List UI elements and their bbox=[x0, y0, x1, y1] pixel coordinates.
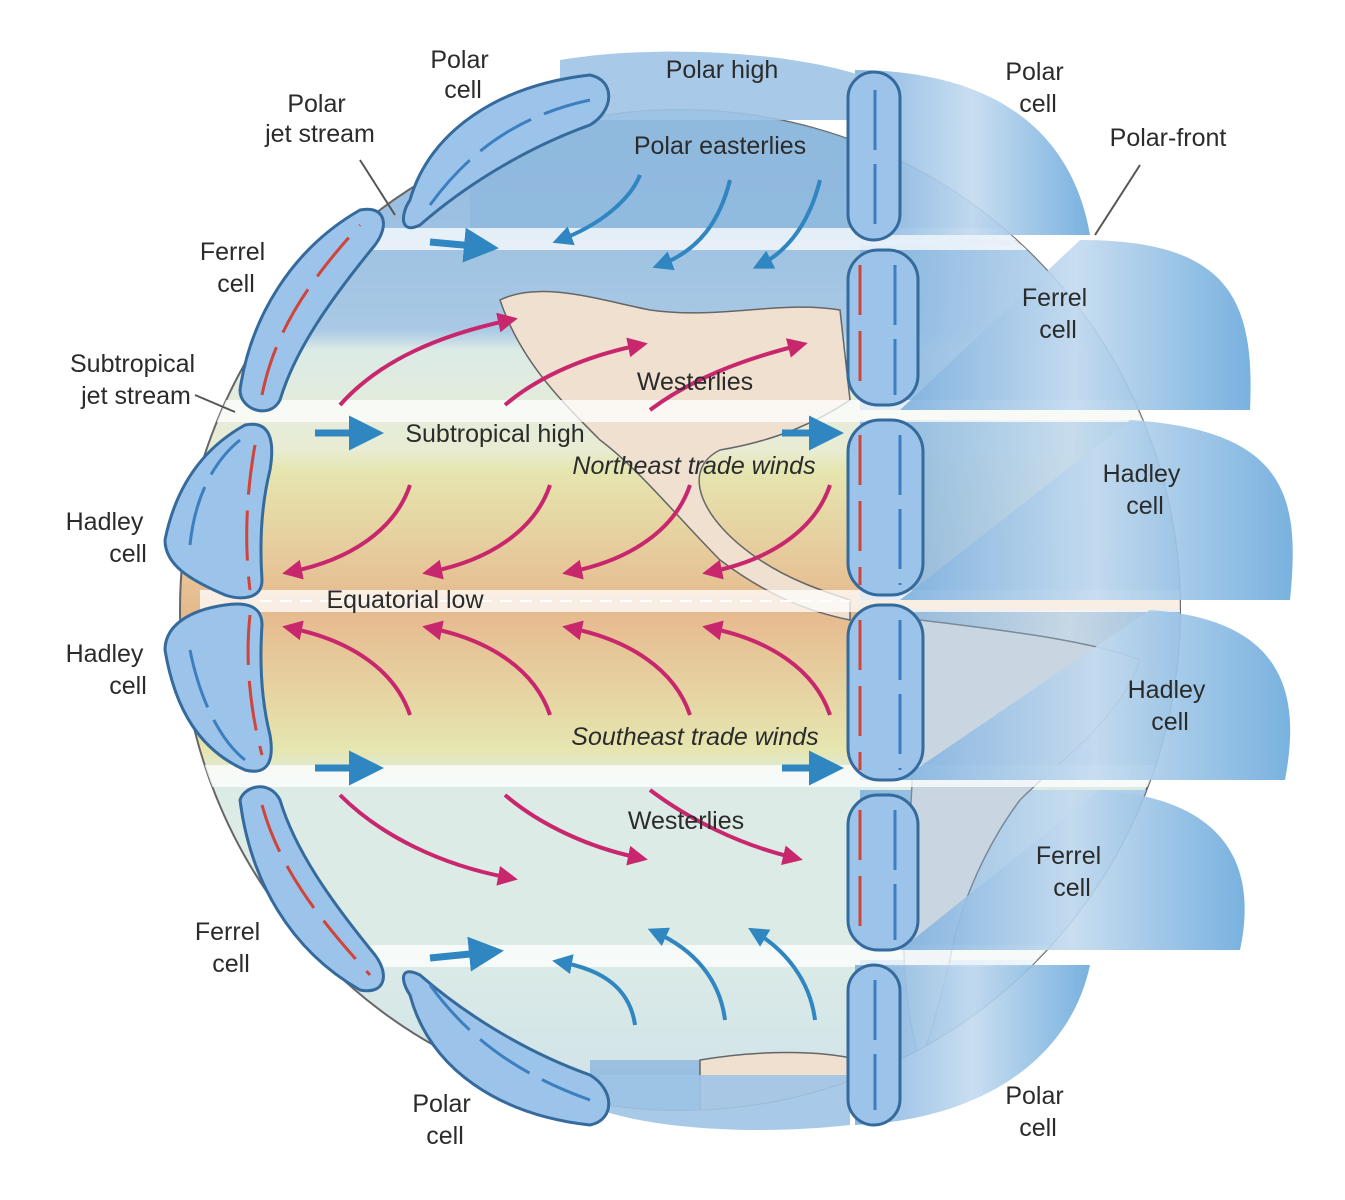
label-polar-jet-stream: Polar jet stream bbox=[264, 90, 375, 148]
westerlies-north-arrow-3 bbox=[648, 338, 808, 412]
polar-easterlies-arrow-3 bbox=[752, 179, 822, 269]
ne-trade-arrow-1 bbox=[282, 484, 412, 580]
label-ferrel-cell-right-lower: Ferrel cell bbox=[1036, 842, 1108, 902]
polar-cell-south-right bbox=[846, 963, 902, 1127]
ne-trade-arrow-2 bbox=[422, 484, 552, 580]
label-hadley-cell-right-lower: Hadley cell bbox=[1128, 676, 1213, 736]
westerlies-south-arrow-1 bbox=[338, 793, 518, 886]
westerlies-south-arrow-2 bbox=[503, 793, 648, 866]
polar-cell-north-left bbox=[401, 73, 611, 229]
label-southeast-trade-winds: Southeast trade winds bbox=[571, 723, 818, 751]
westerlies-north-arrow-2 bbox=[503, 337, 648, 407]
ferrel-cell-north-left bbox=[238, 207, 385, 413]
labels: Polar cell Polar high Polar cell Polar j… bbox=[66, 46, 1227, 1150]
se-trade-arrow-2 bbox=[422, 620, 552, 716]
label-polar-cell-top-left: Polar cell bbox=[430, 46, 495, 104]
polar-jet-stream-leader bbox=[359, 159, 396, 216]
label-subtropical-high: Subtropical high bbox=[405, 420, 584, 448]
label-hadley-cell-left-upper: Hadley cell bbox=[66, 508, 151, 568]
right-cells bbox=[846, 70, 925, 1127]
polar-easterlies-arrow-2 bbox=[652, 179, 732, 271]
label-westerlies-south: Westerlies bbox=[628, 807, 744, 835]
ne-trade-arrow-4 bbox=[702, 484, 832, 580]
hadley-cell-south-right bbox=[846, 603, 925, 782]
surface-winds bbox=[282, 174, 832, 1026]
label-westerlies-north: Westerlies bbox=[637, 368, 753, 396]
polar-front-leader bbox=[1094, 164, 1141, 236]
label-hadley-cell-left-lower: Hadley cell bbox=[66, 640, 151, 700]
label-ferrel-cell-left-lower: Ferrel cell bbox=[195, 918, 267, 978]
label-polar-cell-top-right: Polar cell bbox=[1005, 58, 1070, 118]
polar-jet-arrow-south bbox=[429, 936, 504, 972]
hadley-cell-north-left bbox=[163, 422, 274, 600]
polar-easterlies-arrow-1 bbox=[552, 174, 642, 246]
hadley-cell-south-left bbox=[163, 602, 273, 773]
ferrel-cell-north-right bbox=[846, 248, 920, 407]
label-ferrel-cell-left-upper: Ferrel cell bbox=[200, 238, 272, 298]
se-trade-arrow-4 bbox=[702, 620, 832, 716]
polar-easterlies-south-arrow-2 bbox=[647, 927, 727, 1021]
label-ferrel-cell-right-upper: Ferrel cell bbox=[1022, 284, 1094, 344]
label-polar-high: Polar high bbox=[666, 56, 779, 84]
ne-trade-arrow-3 bbox=[562, 484, 692, 580]
left-cells bbox=[163, 73, 611, 1127]
westerlies-south-arrow-3 bbox=[648, 788, 803, 865]
ferrel-cell-south-right bbox=[846, 793, 920, 952]
subtropical-jet-stream-leader bbox=[194, 394, 236, 413]
label-polar-cell-bottom-left: Polar cell bbox=[412, 1090, 477, 1150]
label-polar-front: Polar-front bbox=[1110, 124, 1227, 152]
label-polar-cell-bottom-right: Polar cell bbox=[1005, 1082, 1070, 1142]
polar-easterlies-south-arrow-1 bbox=[552, 954, 637, 1026]
label-hadley-cell-right-upper: Hadley cell bbox=[1103, 460, 1188, 520]
polar-jet-arrow-north bbox=[429, 227, 499, 263]
label-northeast-trade-winds: Northeast trade winds bbox=[572, 452, 815, 480]
polar-cell-north-right bbox=[846, 70, 902, 242]
jet-streams bbox=[315, 227, 844, 972]
label-polar-easterlies: Polar easterlies bbox=[634, 132, 806, 160]
polar-easterlies-south-arrow-3 bbox=[748, 927, 817, 1021]
se-trade-arrow-1 bbox=[282, 620, 412, 716]
north-america-landmass bbox=[499, 290, 851, 621]
label-subtropical-jet-stream: Subtropical jet stream bbox=[70, 350, 202, 410]
ferrel-cell-south-left bbox=[238, 785, 385, 993]
westerlies-north-arrow-1 bbox=[338, 312, 518, 407]
hadley-cell-north-right bbox=[846, 418, 925, 597]
se-trade-arrow-3 bbox=[562, 620, 692, 716]
label-equatorial-low: Equatorial low bbox=[326, 586, 484, 614]
